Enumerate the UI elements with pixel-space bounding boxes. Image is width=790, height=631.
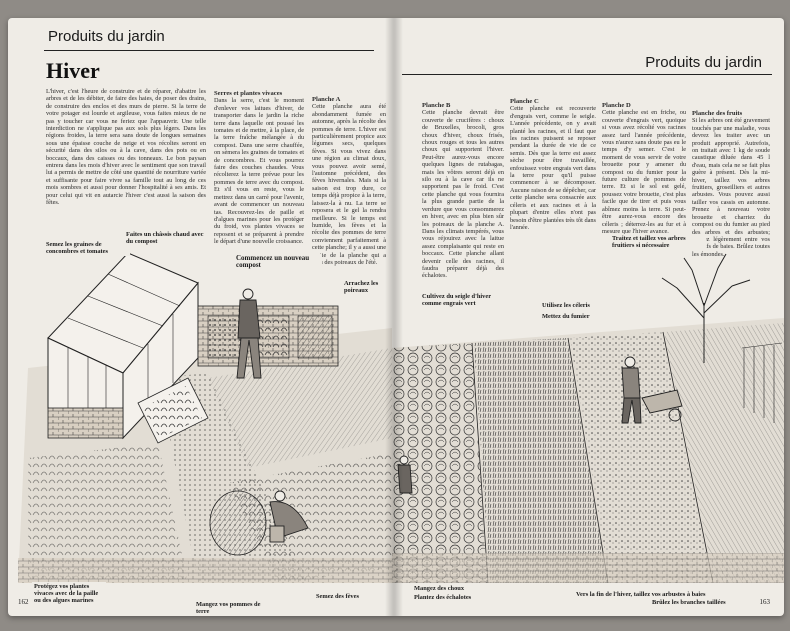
running-head-right: Produits du jardin [645, 54, 762, 71]
label-nouveau-compost: Commencez un nouveau compost [234, 254, 322, 271]
column-planche-c-heading: Planche C [510, 98, 539, 105]
label-chassis-chaud: Faites un châssis chaud avec du compost [124, 230, 214, 247]
column-planche-a-body: Cette planche aura été abondamment fumée… [312, 103, 386, 266]
header-rule-right [402, 74, 772, 75]
label-semez-graines: Semez les graines de concombres et tomat… [44, 240, 130, 257]
label-cultivez-seigle: Cultivez du seigle d'hiver comme engrais… [420, 292, 494, 309]
column-planche-fruits-body: Si les arbres ont été gravement touchés … [692, 117, 770, 258]
column-planche-a: Planche A Cette planche aura été abondam… [312, 96, 386, 266]
greenhouse-drawing [47, 252, 209, 444]
column-planche-fruits: Planche des fruits Si les arbres ont été… [692, 110, 770, 258]
label-arrachez-poireaux: Arrachez les poireaux [342, 279, 392, 296]
label-brulez-branches: Brûlez les branches taillées [650, 598, 754, 608]
label-fin-hiver-tailler: Vers la fin de l'hiver, taillez vos arbu… [574, 590, 738, 600]
garden-illustration-right [392, 253, 784, 583]
page-number-left: 162 [18, 598, 29, 606]
gardener-figure-cabbages [397, 455, 413, 494]
column-planche-a-heading: Planche A [312, 96, 341, 103]
column-serres: Serres et plantes vivaces Dans la serre,… [214, 90, 304, 246]
book-gutter [385, 18, 403, 616]
column-planche-c: Planche C Cette planche est recouverte d… [510, 98, 596, 231]
label-mettez-fumier: Mettez du fumier [540, 312, 602, 322]
column-planche-b-heading: Planche B [422, 102, 451, 109]
label-utilisez-celeris: Utilisez les céleris [540, 301, 606, 311]
running-head-left: Produits du jardin [48, 28, 165, 45]
gardener-figure-crouching [269, 490, 309, 543]
gardener-figure-wheelbarrow [621, 356, 683, 424]
column-planche-d-body: Cette planche est en friche, ou couverte… [602, 109, 686, 235]
intro-text: L'hiver, c'est l'heure de construire et … [46, 88, 206, 207]
gardener-figure-compost [236, 288, 262, 379]
garden-illustration-left [18, 252, 392, 583]
column-planche-b-body: Cette planche devrait être couverte de c… [422, 109, 504, 280]
label-protegez-plantes: Protégez vos plantes vivaces avec de la … [32, 582, 106, 606]
page-number-right: 163 [759, 598, 771, 606]
label-traitez-tailler-arbres: Traitez et taillez vos arbres fruitiers … [610, 234, 706, 251]
column-serres-heading: Serres et plantes vivaces [214, 90, 283, 97]
label-mangez-pommes-de-terre: Mangez vos pommes de terre [194, 600, 276, 616]
column-serres-body: Dans la serre, c'est le moment d'enlever… [214, 97, 304, 246]
book-spread: Produits du jardin Hiver L'hiver, c'est … [8, 18, 784, 616]
column-planche-fruits-heading: Planche des fruits [692, 110, 743, 117]
compost-bins-drawing [197, 305, 339, 367]
label-mangez-choux: Mangez des choux [412, 584, 480, 594]
column-planche-b: Planche B Cette planche devrait être cou… [422, 102, 504, 280]
right-page: Produits du jardin Planche B Cette planc… [392, 18, 784, 616]
label-plantez-echalotes: Plantez des échalotes [412, 593, 488, 603]
fruit-tree-drawing [661, 253, 751, 363]
column-planche-d: Planche D Cette planche est en friche, o… [602, 102, 686, 235]
column-planche-c-body: Cette planche est recouverte d'engrais v… [510, 105, 596, 231]
left-page: Produits du jardin Hiver L'hiver, c'est … [8, 18, 392, 616]
column-planche-d-heading: Planche D [602, 102, 631, 109]
label-semez-feves: Semez des fèves [314, 592, 364, 602]
header-rule-left [44, 50, 374, 51]
page-title: Hiver [46, 58, 100, 83]
